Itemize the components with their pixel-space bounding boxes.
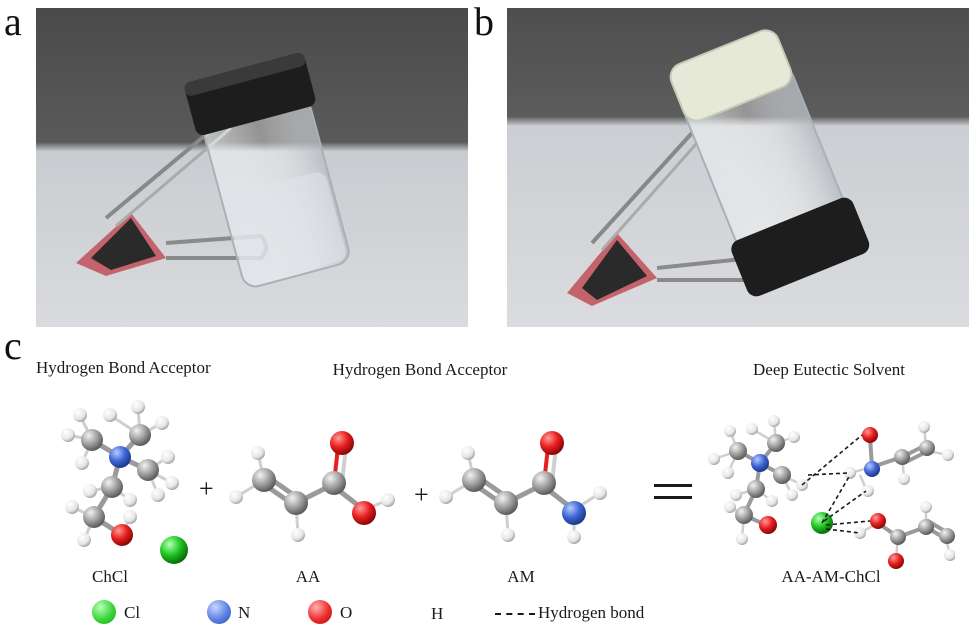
- panel-label-a: a: [4, 0, 22, 44]
- molecule-des-complex: [700, 415, 956, 575]
- label-aa: AA: [295, 567, 321, 586]
- legend-hbond-label: Hydrogen bond: [538, 603, 645, 622]
- heading-des: Deep Eutectic Solvent: [752, 360, 906, 379]
- legend-o-swatch: [308, 600, 332, 624]
- heading-hba-middle: Hydrogen Bond Acceptor: [332, 360, 508, 379]
- legend-n-swatch: [207, 600, 231, 624]
- legend-cl-label: Cl: [124, 603, 141, 622]
- panel-label-c: c: [4, 323, 22, 368]
- photo-vial-liquid: [36, 8, 468, 327]
- legend-h-label: H: [431, 604, 444, 623]
- molecule-am: [432, 425, 622, 555]
- equals-sign-bottom: [654, 496, 692, 499]
- heading-hba-left: Hydrogen Bond Acceptor: [36, 358, 211, 377]
- label-am: AM: [507, 567, 535, 586]
- legend-hbond-line: [495, 613, 535, 615]
- molecule-chcl: [50, 395, 200, 565]
- panel-label-b: b: [474, 0, 494, 44]
- plus-sign-1: +: [199, 474, 214, 503]
- photo-vial-gel-inverted: [507, 8, 969, 327]
- legend-h-swatch: [403, 600, 427, 624]
- equals-sign-top: [654, 484, 692, 487]
- molecule-aa: [222, 425, 412, 555]
- legend-o-label: O: [340, 603, 353, 622]
- plus-sign-2: +: [414, 480, 429, 509]
- legend-n-label: N: [238, 603, 251, 622]
- label-chcl: ChCl: [92, 567, 128, 586]
- label-des: AA-AM-ChCl: [781, 567, 881, 586]
- legend-cl-swatch: [92, 600, 116, 624]
